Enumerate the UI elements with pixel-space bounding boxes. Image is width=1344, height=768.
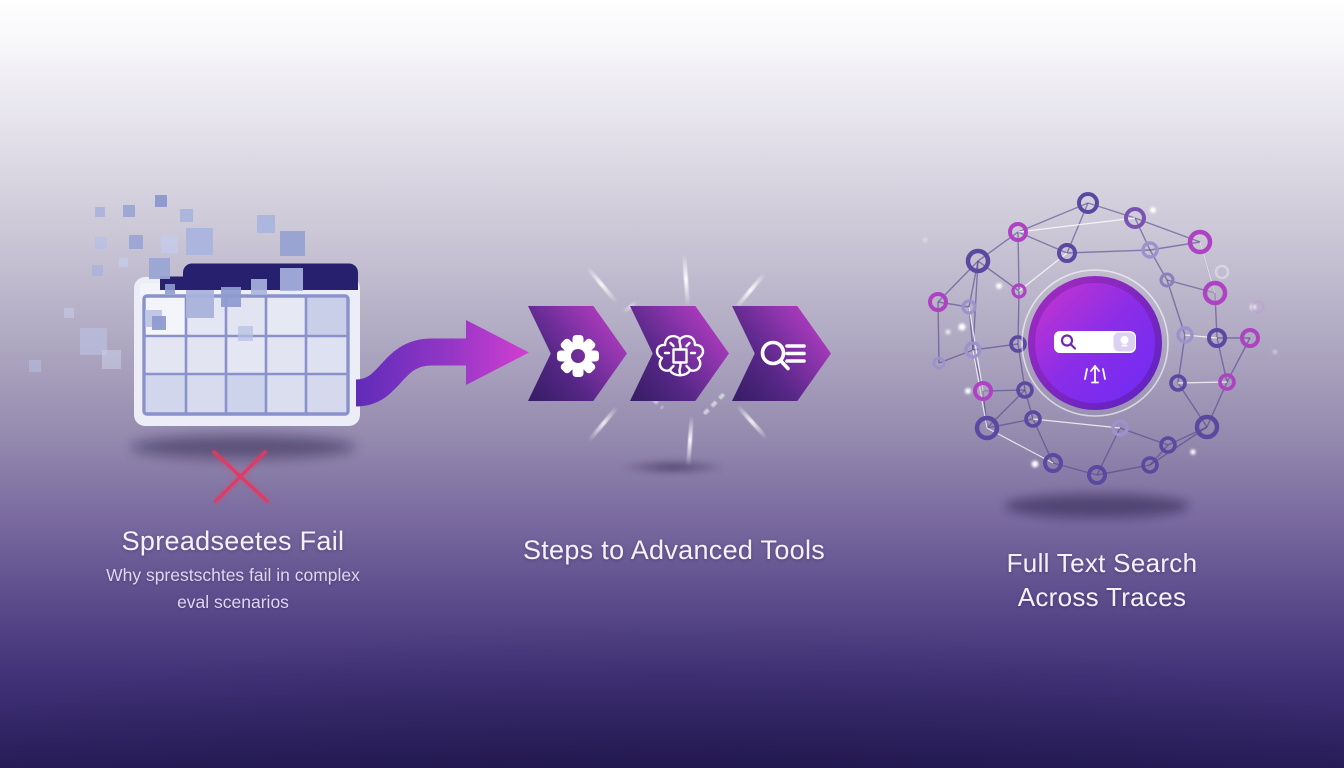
fail-x-icon: [210, 448, 271, 505]
search-icon: [1060, 334, 1077, 350]
search-title-line-2: Across Traces: [1017, 582, 1187, 612]
step-chevron-3: [732, 306, 831, 401]
network-nodes: [928, 192, 1265, 485]
network-shadow: [1005, 494, 1189, 518]
step-chevron-2: [630, 306, 729, 401]
search-bar: [1054, 331, 1136, 353]
subtitle-line-2: eval scenarios: [177, 592, 289, 612]
search-results-icon: [760, 340, 806, 371]
spreadsheet-panel-title: Spreadseetes Fail: [121, 526, 345, 556]
subtitle-line-1: Why sprestschtes fail in complex: [106, 565, 360, 585]
search-action-dot: [1120, 336, 1129, 344]
spreadsheet-grid: [142, 294, 350, 416]
cursor-arrows-icon: [1084, 365, 1106, 384]
spreadsheet-shadow: [131, 435, 355, 459]
spreadsheet-panel-subtitle: Why sprestschtes fail in complex eval sc…: [58, 562, 408, 616]
steps-panel-title: Steps to Advanced Tools: [522, 535, 826, 565]
spreadsheet-header-bar: [183, 263, 358, 290]
ai-brain-icon: [655, 334, 705, 377]
chevrons-shadow: [598, 456, 748, 478]
ribbon-arrow: [354, 320, 529, 407]
gear-icon: [557, 335, 599, 377]
search-title-line-1: Full Text Search: [1006, 548, 1198, 578]
network-graph-illustration: [923, 192, 1277, 518]
glow-dots: [923, 207, 1277, 468]
step-chevron-1: [528, 306, 627, 401]
spreadsheet-illustration: [29, 195, 529, 505]
pixel-dissolve-squares: [29, 195, 305, 372]
search-panel-title: Full Text Search Across Traces: [958, 546, 1246, 614]
search-core: [1021, 269, 1169, 417]
